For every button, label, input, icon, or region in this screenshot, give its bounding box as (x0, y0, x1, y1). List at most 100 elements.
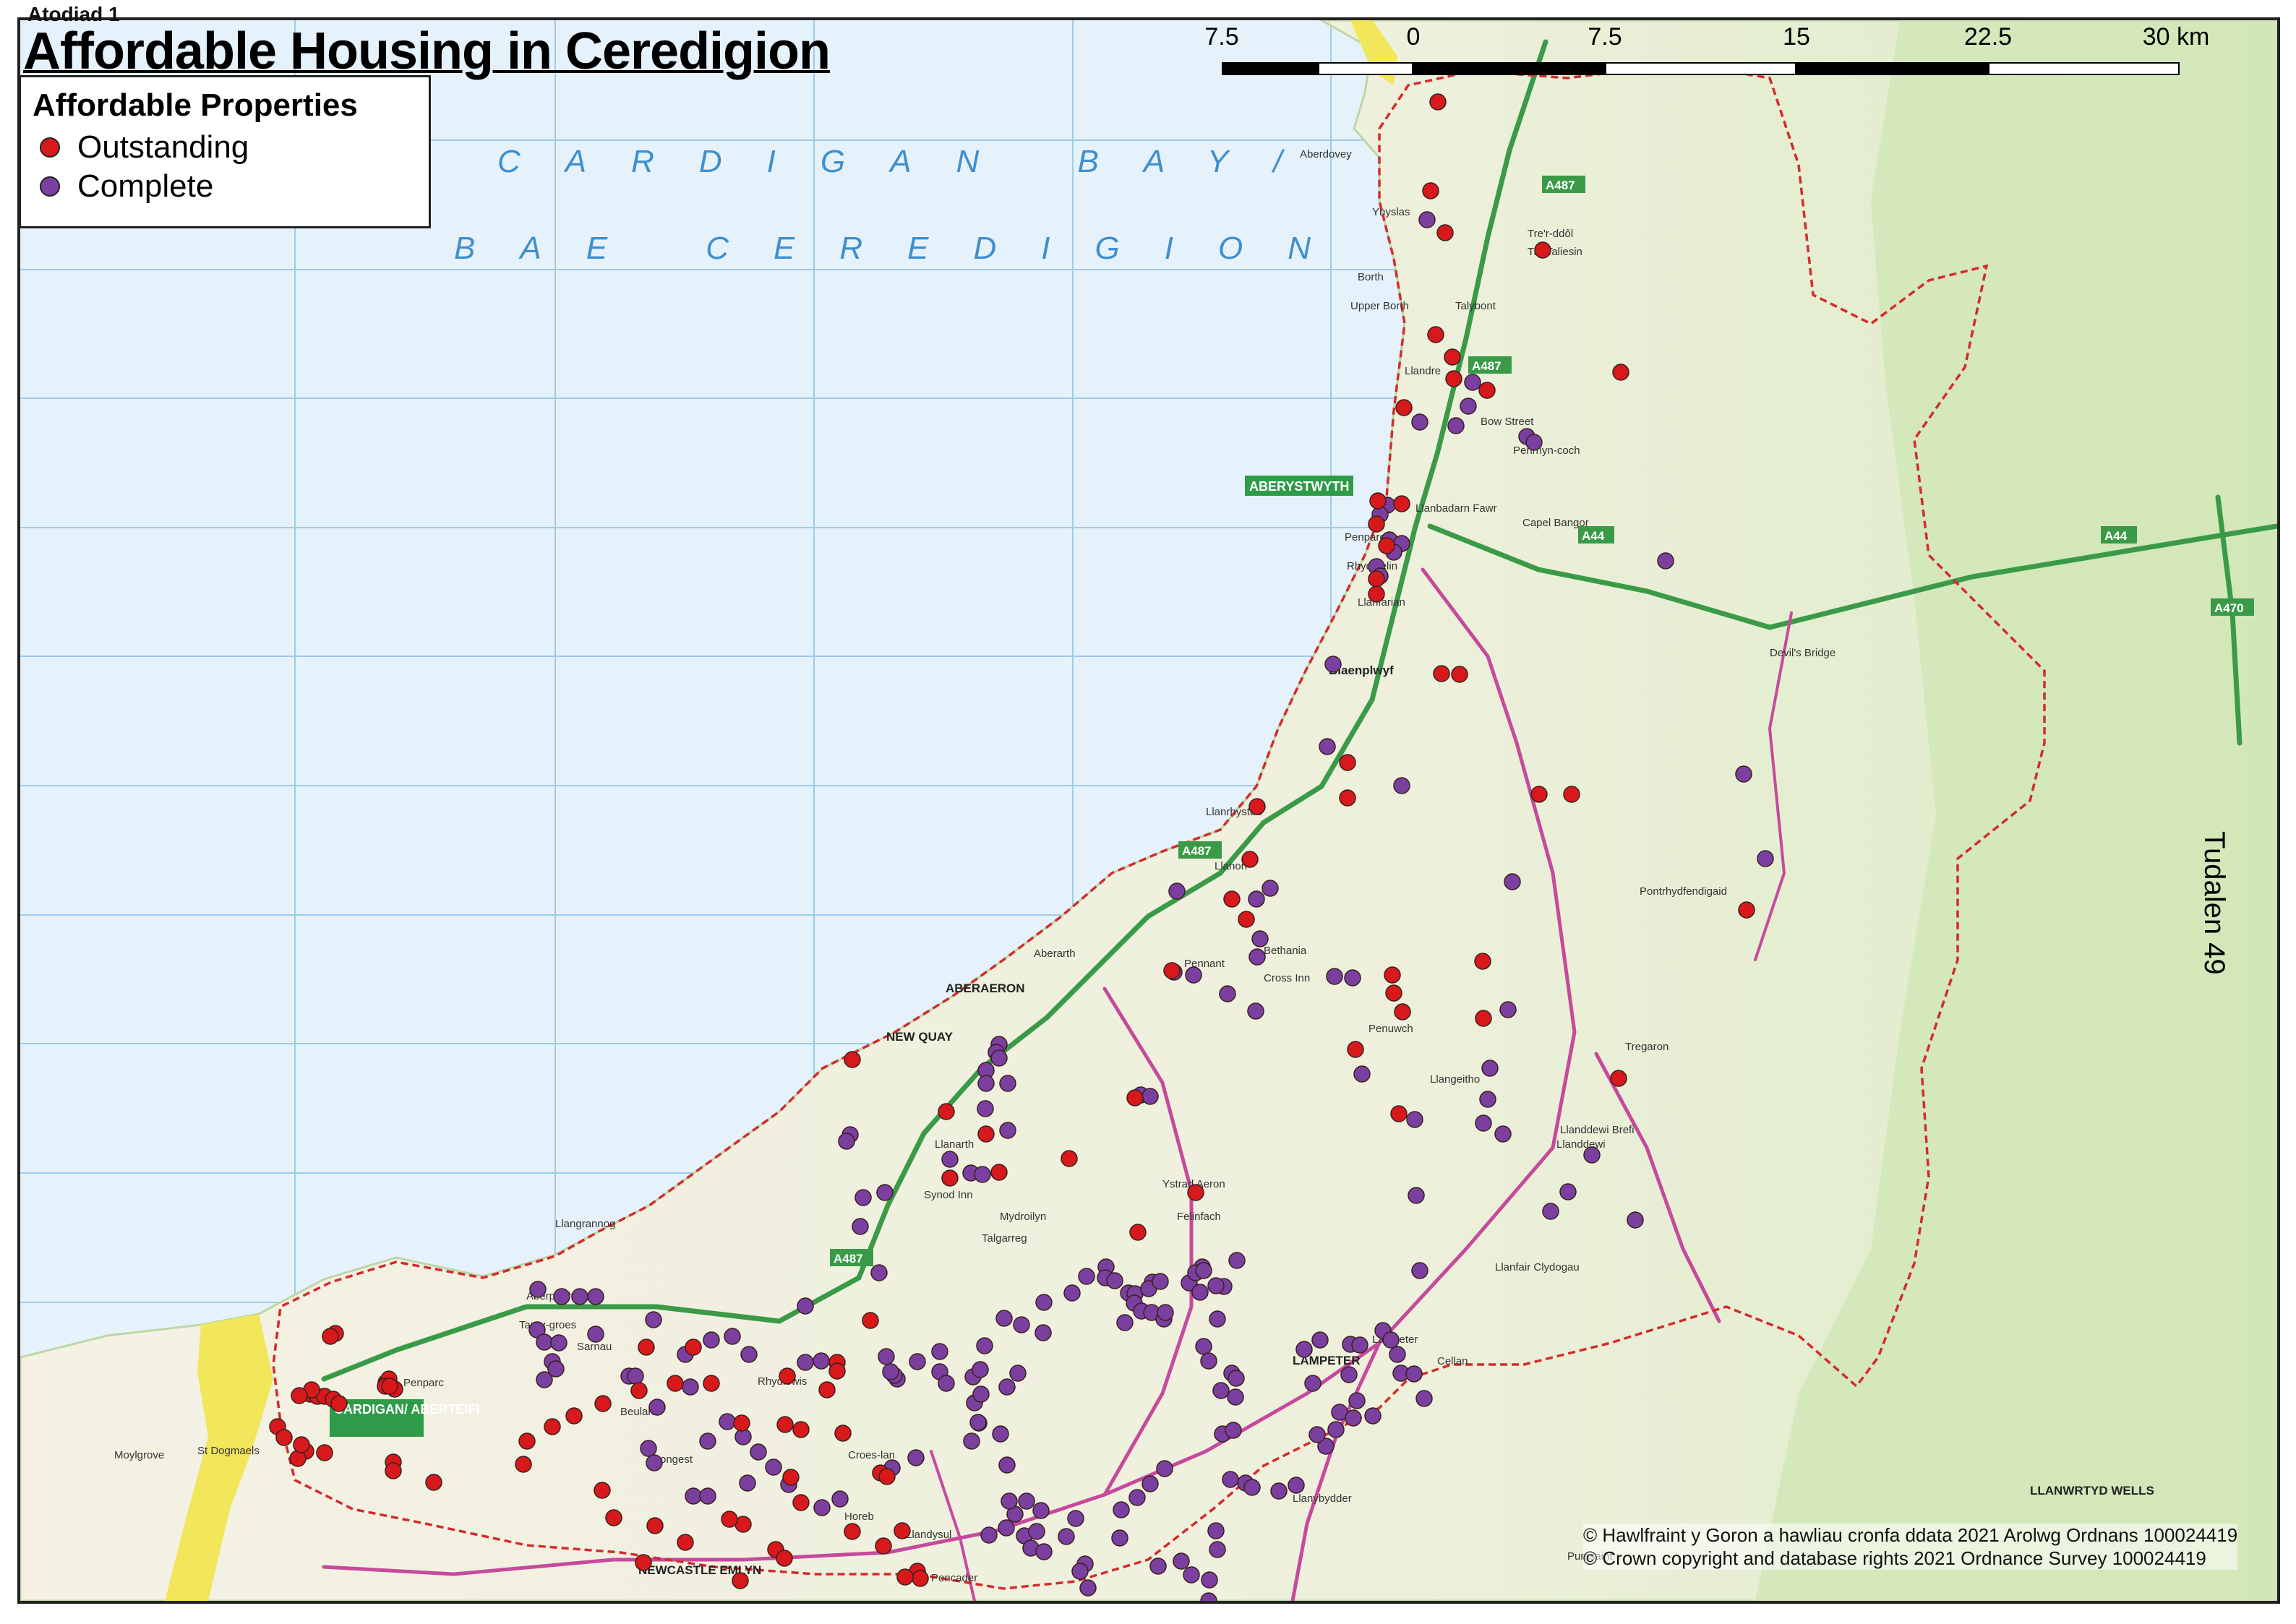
outstanding-property-marker[interactable] (792, 1421, 810, 1438)
complete-property-marker[interactable] (1128, 1489, 1146, 1506)
complete-property-marker[interactable] (1525, 434, 1543, 451)
complete-property-marker[interactable] (1067, 1510, 1084, 1527)
outstanding-property-marker[interactable] (1738, 901, 1755, 919)
complete-property-marker[interactable] (974, 1166, 991, 1183)
complete-property-marker[interactable] (1200, 1352, 1217, 1370)
complete-property-marker[interactable] (1559, 1183, 1577, 1200)
complete-property-marker[interactable] (998, 1378, 1016, 1396)
outstanding-property-marker[interactable] (1563, 786, 1580, 803)
complete-property-marker[interactable] (838, 1133, 855, 1150)
outstanding-property-marker[interactable] (1061, 1150, 1078, 1167)
complete-property-marker[interactable] (1308, 1426, 1326, 1443)
complete-property-marker[interactable] (550, 1334, 567, 1352)
complete-property-marker[interactable] (765, 1458, 782, 1476)
complete-property-marker[interactable] (1406, 1111, 1423, 1128)
outstanding-property-marker[interactable] (875, 1537, 892, 1555)
complete-property-marker[interactable] (1340, 1366, 1358, 1383)
outstanding-property-marker[interactable] (1241, 851, 1259, 868)
complete-property-marker[interactable] (739, 1474, 756, 1492)
complete-property-marker[interactable] (1032, 1502, 1050, 1519)
complete-property-marker[interactable] (1657, 552, 1674, 570)
outstanding-property-marker[interactable] (330, 1395, 348, 1412)
outstanding-property-marker[interactable] (1433, 665, 1450, 682)
outstanding-property-marker[interactable] (1347, 1041, 1364, 1058)
complete-property-marker[interactable] (972, 1361, 989, 1378)
outstanding-property-marker[interactable] (779, 1367, 796, 1385)
outstanding-property-marker[interactable] (293, 1436, 310, 1453)
outstanding-property-marker[interactable] (385, 1462, 402, 1479)
complete-property-marker[interactable] (1212, 1382, 1230, 1399)
complete-property-marker[interactable] (1195, 1262, 1212, 1279)
complete-property-marker[interactable] (882, 1363, 899, 1380)
outstanding-property-marker[interactable] (990, 1164, 1008, 1181)
complete-property-marker[interactable] (1228, 1370, 1245, 1387)
complete-property-marker[interactable] (992, 1425, 1009, 1443)
complete-property-marker[interactable] (1063, 1284, 1081, 1302)
complete-property-marker[interactable] (1013, 1316, 1030, 1333)
outstanding-property-marker[interactable] (630, 1382, 648, 1399)
complete-property-marker[interactable] (878, 1348, 895, 1365)
complete-property-marker[interactable] (1327, 1421, 1345, 1438)
complete-property-marker[interactable] (1324, 656, 1342, 673)
map-canvas[interactable]: CARDIGAN BAY/ BAE CEREDIGION ABERYSTWYTH… (20, 20, 2277, 1601)
complete-property-marker[interactable] (750, 1443, 767, 1461)
complete-property-marker[interactable] (1479, 1091, 1496, 1108)
complete-property-marker[interactable] (1225, 1422, 1242, 1439)
outstanding-property-marker[interactable] (1530, 786, 1548, 803)
complete-property-marker[interactable] (724, 1328, 741, 1345)
outstanding-property-marker[interactable] (1445, 370, 1462, 387)
outstanding-property-marker[interactable] (894, 1522, 911, 1539)
complete-property-marker[interactable] (1157, 1304, 1174, 1321)
complete-property-marker[interactable] (1200, 1592, 1217, 1601)
complete-property-marker[interactable] (1447, 417, 1465, 434)
complete-property-marker[interactable] (1351, 1336, 1368, 1354)
outstanding-property-marker[interactable] (1163, 962, 1181, 979)
complete-property-marker[interactable] (813, 1352, 830, 1370)
complete-property-marker[interactable] (1209, 1310, 1226, 1328)
complete-property-marker[interactable] (909, 1353, 926, 1370)
outstanding-property-marker[interactable] (1444, 348, 1461, 366)
outstanding-property-marker[interactable] (818, 1381, 836, 1399)
complete-property-marker[interactable] (682, 1378, 699, 1396)
complete-property-marker[interactable] (876, 1184, 894, 1201)
complete-property-marker[interactable] (1393, 777, 1410, 794)
outstanding-property-marker[interactable] (721, 1511, 738, 1528)
outstanding-property-marker[interactable] (1368, 570, 1385, 588)
complete-property-marker[interactable] (1152, 1273, 1169, 1290)
complete-property-marker[interactable] (1499, 1001, 1517, 1018)
outstanding-property-marker[interactable] (1393, 495, 1410, 512)
complete-property-marker[interactable] (1295, 1341, 1313, 1358)
outstanding-property-marker[interactable] (1429, 93, 1447, 111)
complete-property-marker[interactable] (972, 1385, 990, 1403)
outstanding-property-marker[interactable] (594, 1395, 612, 1412)
complete-property-marker[interactable] (1317, 1438, 1335, 1455)
complete-property-marker[interactable] (1408, 1187, 1425, 1204)
complete-property-marker[interactable] (852, 1218, 869, 1235)
complete-property-marker[interactable] (1018, 1492, 1035, 1510)
complete-property-marker[interactable] (648, 1399, 666, 1416)
complete-property-marker[interactable] (1156, 1460, 1173, 1477)
outstanding-property-marker[interactable] (977, 1125, 995, 1143)
outstanding-property-marker[interactable] (316, 1444, 333, 1461)
outstanding-property-marker[interactable] (1238, 911, 1255, 928)
outstanding-property-marker[interactable] (381, 1378, 398, 1395)
outstanding-property-marker[interactable] (1478, 382, 1496, 399)
complete-property-marker[interactable] (1261, 880, 1279, 897)
outstanding-property-marker[interactable] (1378, 537, 1395, 554)
complete-property-marker[interactable] (1207, 1522, 1225, 1539)
complete-property-marker[interactable] (699, 1432, 716, 1450)
complete-property-marker[interactable] (1058, 1528, 1075, 1545)
complete-property-marker[interactable] (870, 1264, 888, 1281)
complete-property-marker[interactable] (1345, 1409, 1362, 1427)
complete-property-marker[interactable] (1248, 948, 1266, 966)
outstanding-property-marker[interactable] (938, 1103, 955, 1120)
complete-property-marker[interactable] (1583, 1146, 1601, 1164)
complete-property-marker[interactable] (1001, 1492, 1018, 1510)
outstanding-property-marker[interactable] (1451, 666, 1468, 683)
outstanding-property-marker[interactable] (792, 1494, 810, 1511)
complete-property-marker[interactable] (1411, 413, 1428, 431)
complete-property-marker[interactable] (813, 1499, 831, 1516)
complete-property-marker[interactable] (645, 1311, 662, 1328)
outstanding-property-marker[interactable] (635, 1554, 652, 1571)
complete-property-marker[interactable] (1113, 1501, 1130, 1518)
